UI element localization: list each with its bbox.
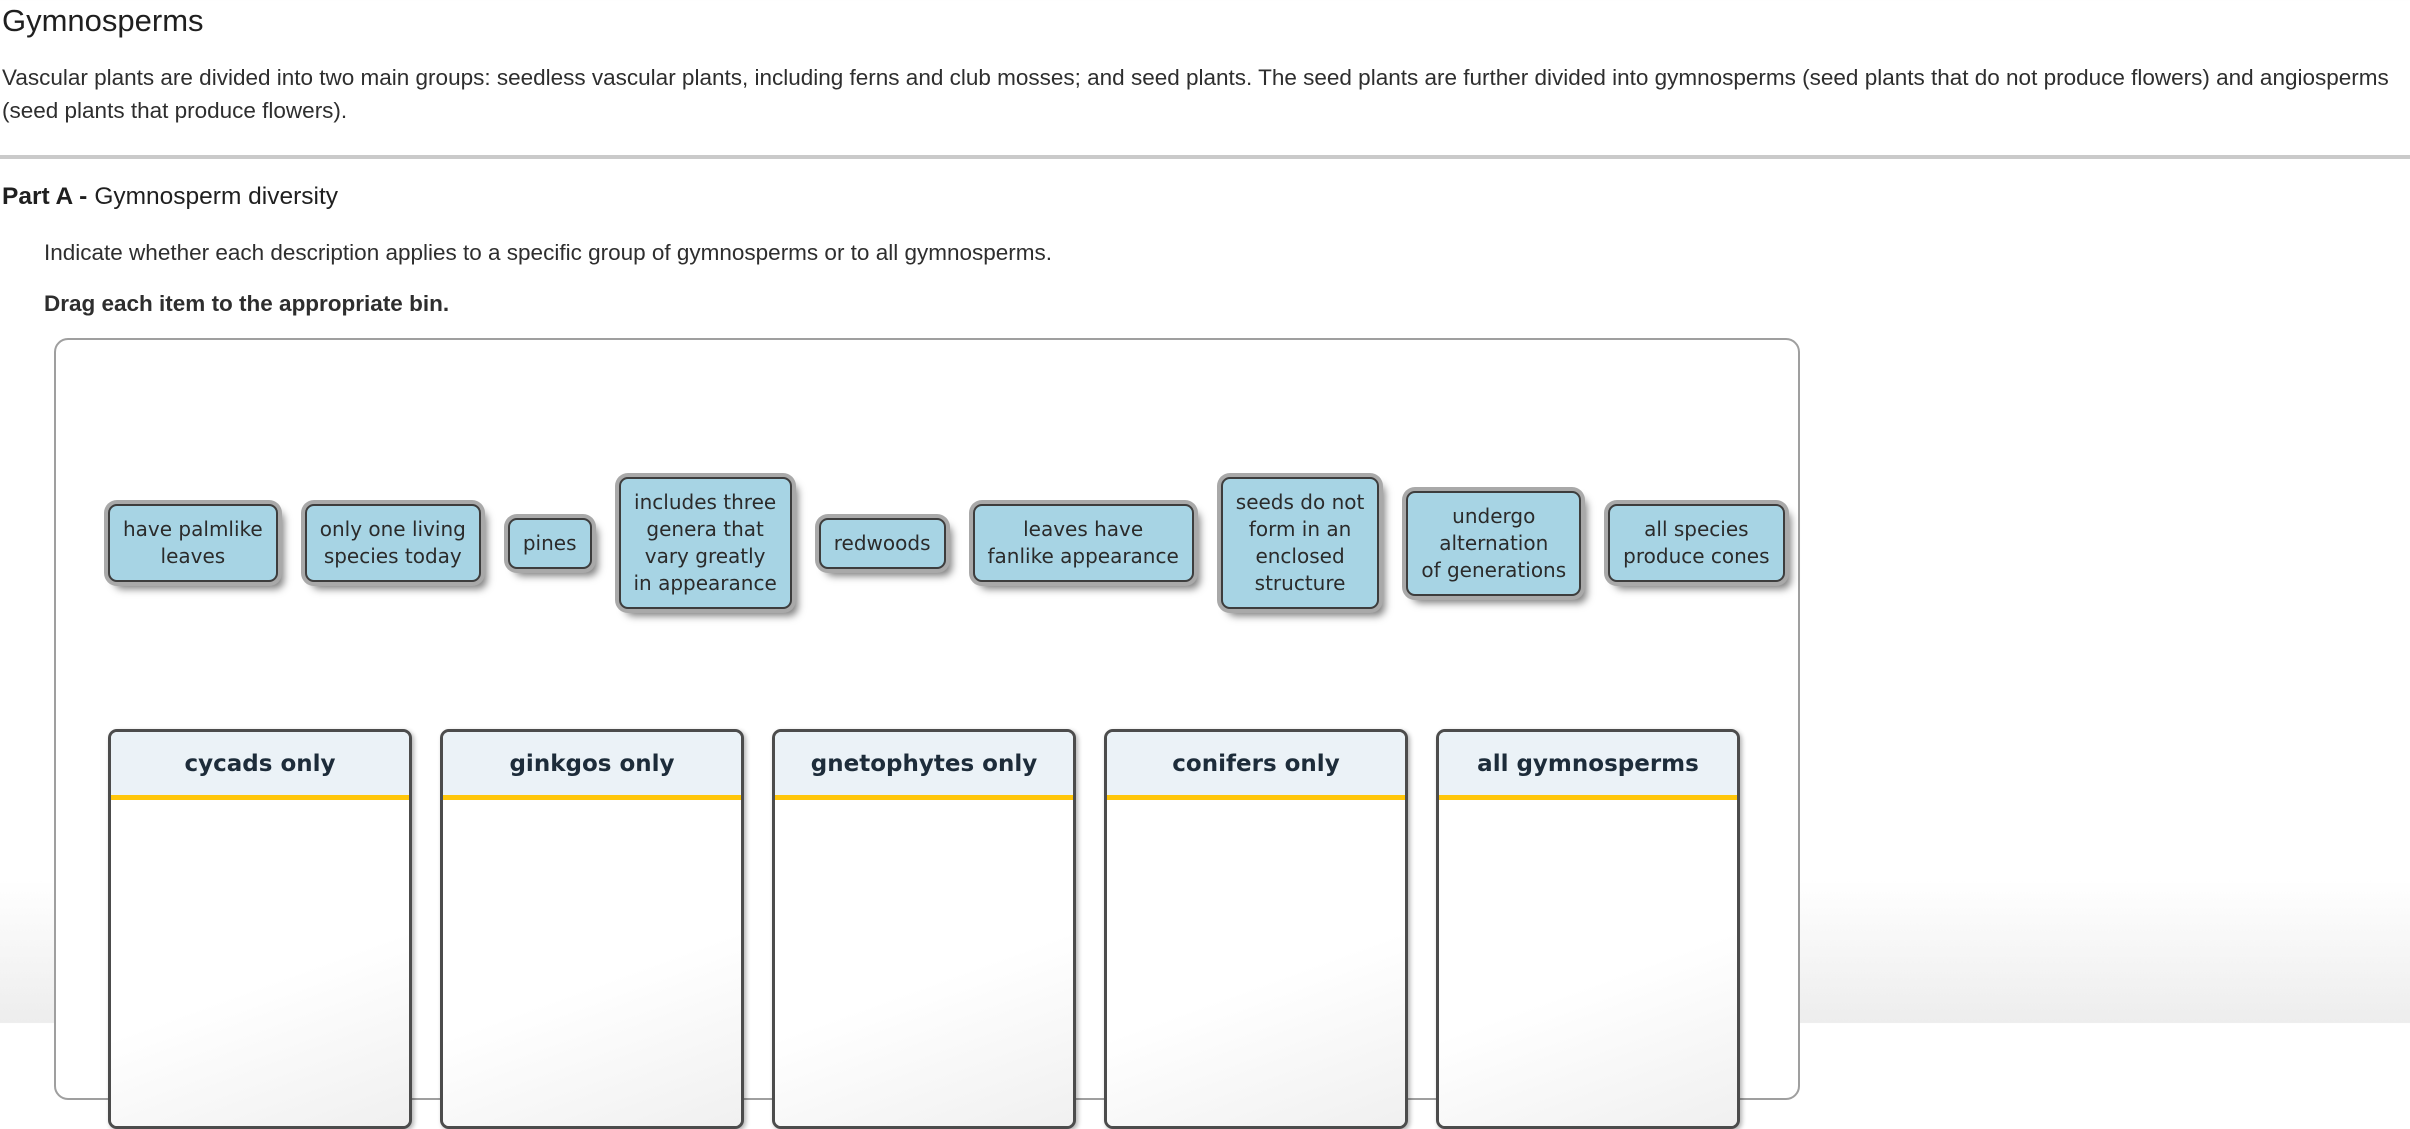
drag-item-only-one-living-species-today[interactable]: only one living species today xyxy=(304,504,481,582)
drag-drop-area: have palmlike leaves only one living spec… xyxy=(54,338,1800,1129)
drag-instruction: Drag each item to the appropriate bin. xyxy=(44,291,450,316)
page-title: Gymnosperms xyxy=(2,3,204,38)
bins-row: cycads only ginkgos only gnetophytes only c… xyxy=(108,729,1798,1129)
intro-text: Vascular plants are divided into two mai… xyxy=(2,65,2389,123)
bin-dropzone[interactable] xyxy=(443,800,741,1126)
bin-header-rule xyxy=(775,795,1073,800)
bin-label: ginkgos only xyxy=(443,732,741,795)
drag-items-row: have palmlike leaves only one living spec… xyxy=(108,477,1798,609)
bin-header-rule xyxy=(443,795,741,800)
bin-dropzone[interactable] xyxy=(1439,800,1737,1126)
drag-item-includes-three-genera-that-vary[interactable]: includes three genera that vary greatly … xyxy=(618,477,792,609)
bin-gnetophytes-only[interactable]: gnetophytes only xyxy=(772,729,1076,1129)
drag-item-all-species-produce-cones[interactable]: all species produce cones xyxy=(1608,504,1785,582)
bin-dropzone[interactable] xyxy=(775,800,1073,1126)
bin-header-rule xyxy=(1439,795,1737,800)
bin-header-rule xyxy=(111,795,409,800)
part-a-label: Part A - xyxy=(2,183,88,210)
drag-item-undergo-alternation-of-generations[interactable]: undergo alternation of generations xyxy=(1406,490,1582,596)
drag-item-have-palmlike-leaves[interactable]: have palmlike leaves xyxy=(108,504,278,582)
drag-item-redwoods[interactable]: redwoods xyxy=(818,517,946,569)
bin-label: cycads only xyxy=(111,732,409,795)
bin-cycads-only[interactable]: cycads only xyxy=(108,729,412,1129)
bin-dropzone[interactable] xyxy=(1107,800,1405,1126)
bin-conifers-only[interactable]: conifers only xyxy=(1104,729,1408,1129)
bin-label: all gymnosperms xyxy=(1439,732,1737,795)
drag-item-leaves-have-fanlike-appearance[interactable]: leaves have fanlike appearance xyxy=(972,504,1194,582)
drag-item-pines[interactable]: pines xyxy=(507,517,592,569)
part-a-title: Gymnosperm diversity xyxy=(94,183,339,210)
bin-label: conifers only xyxy=(1107,732,1405,795)
section-divider xyxy=(0,155,2410,159)
bin-all-gymnosperms[interactable]: all gymnosperms xyxy=(1436,729,1740,1129)
assignment-page: Gymnosperms Vascular plants are divided … xyxy=(0,3,2410,1129)
bin-header-rule xyxy=(1107,795,1405,800)
part-a-instruction: Indicate whether each description applie… xyxy=(44,240,1053,265)
bin-ginkgos-only[interactable]: ginkgos only xyxy=(440,729,744,1129)
bin-label: gnetophytes only xyxy=(775,732,1073,795)
drag-item-seeds-do-not-form-in-enclosed-structure[interactable]: seeds do not form in an enclosed structu… xyxy=(1220,477,1380,609)
bin-dropzone[interactable] xyxy=(111,800,409,1126)
part-a-heading: Part A -Gymnosperm diversity xyxy=(2,182,2410,212)
